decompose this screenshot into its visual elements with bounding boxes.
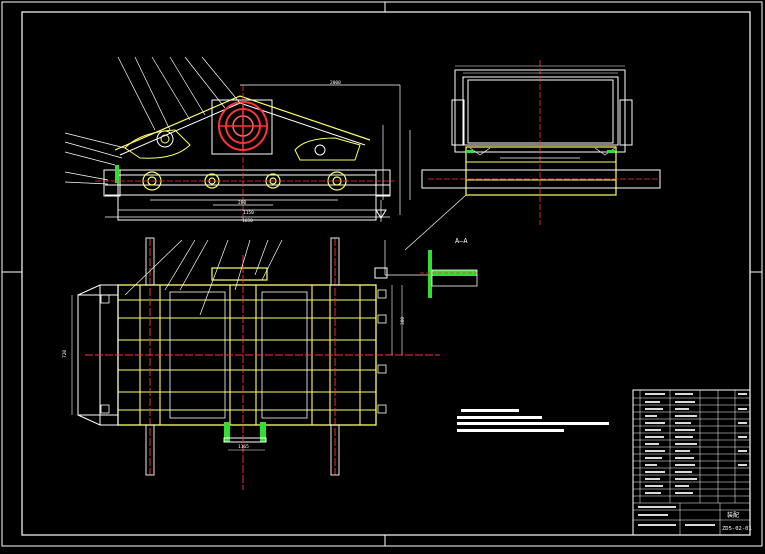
side-view xyxy=(64,56,411,222)
title-block: 装配 ZD5-02-01 xyxy=(632,389,752,536)
dim-label: 380 xyxy=(400,317,406,325)
dim-label: 280 xyxy=(238,200,246,206)
technical-notes xyxy=(457,409,609,432)
section-label: A—A xyxy=(455,237,468,245)
section-a-a: A—A xyxy=(420,237,480,298)
green-bracket-left xyxy=(224,422,230,442)
green-plate xyxy=(115,165,119,183)
dim-label: 720 xyxy=(62,350,68,358)
plan-view xyxy=(71,237,440,490)
green-mark xyxy=(607,150,615,153)
inner-frame xyxy=(21,11,751,536)
green-bracket-right xyxy=(260,422,266,442)
title-block-name: 装配 xyxy=(727,511,739,519)
end-view xyxy=(404,60,661,251)
drawing-number: ZD5-02-01 xyxy=(722,526,752,532)
dim-label: 1650 xyxy=(242,218,253,224)
dim-label: 2000 xyxy=(330,80,341,86)
dim-label: 1150 xyxy=(243,210,254,216)
green-mark xyxy=(466,150,474,153)
dimension-labels: 1150 1650 280 2000 720 1165 380 xyxy=(62,80,406,450)
dim-label: 1165 xyxy=(238,444,249,450)
